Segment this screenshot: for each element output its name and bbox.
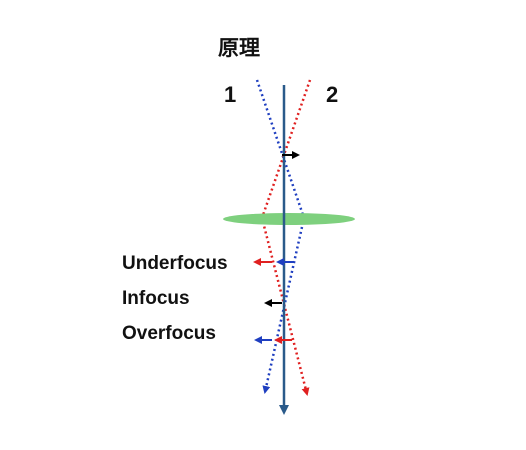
- beam-1-label: 1: [224, 82, 237, 107]
- diagram-title: 原理: [218, 36, 260, 60]
- underfocus-label: Underfocus: [122, 253, 228, 274]
- blue-beam-ray: [255, 79, 306, 394]
- overfocus-label: Overfocus: [122, 323, 216, 344]
- red-beam-ray: [260, 79, 312, 396]
- beam-2-label: 2: [326, 82, 339, 107]
- lens: [223, 213, 355, 225]
- infocus-label: Infocus: [122, 288, 190, 309]
